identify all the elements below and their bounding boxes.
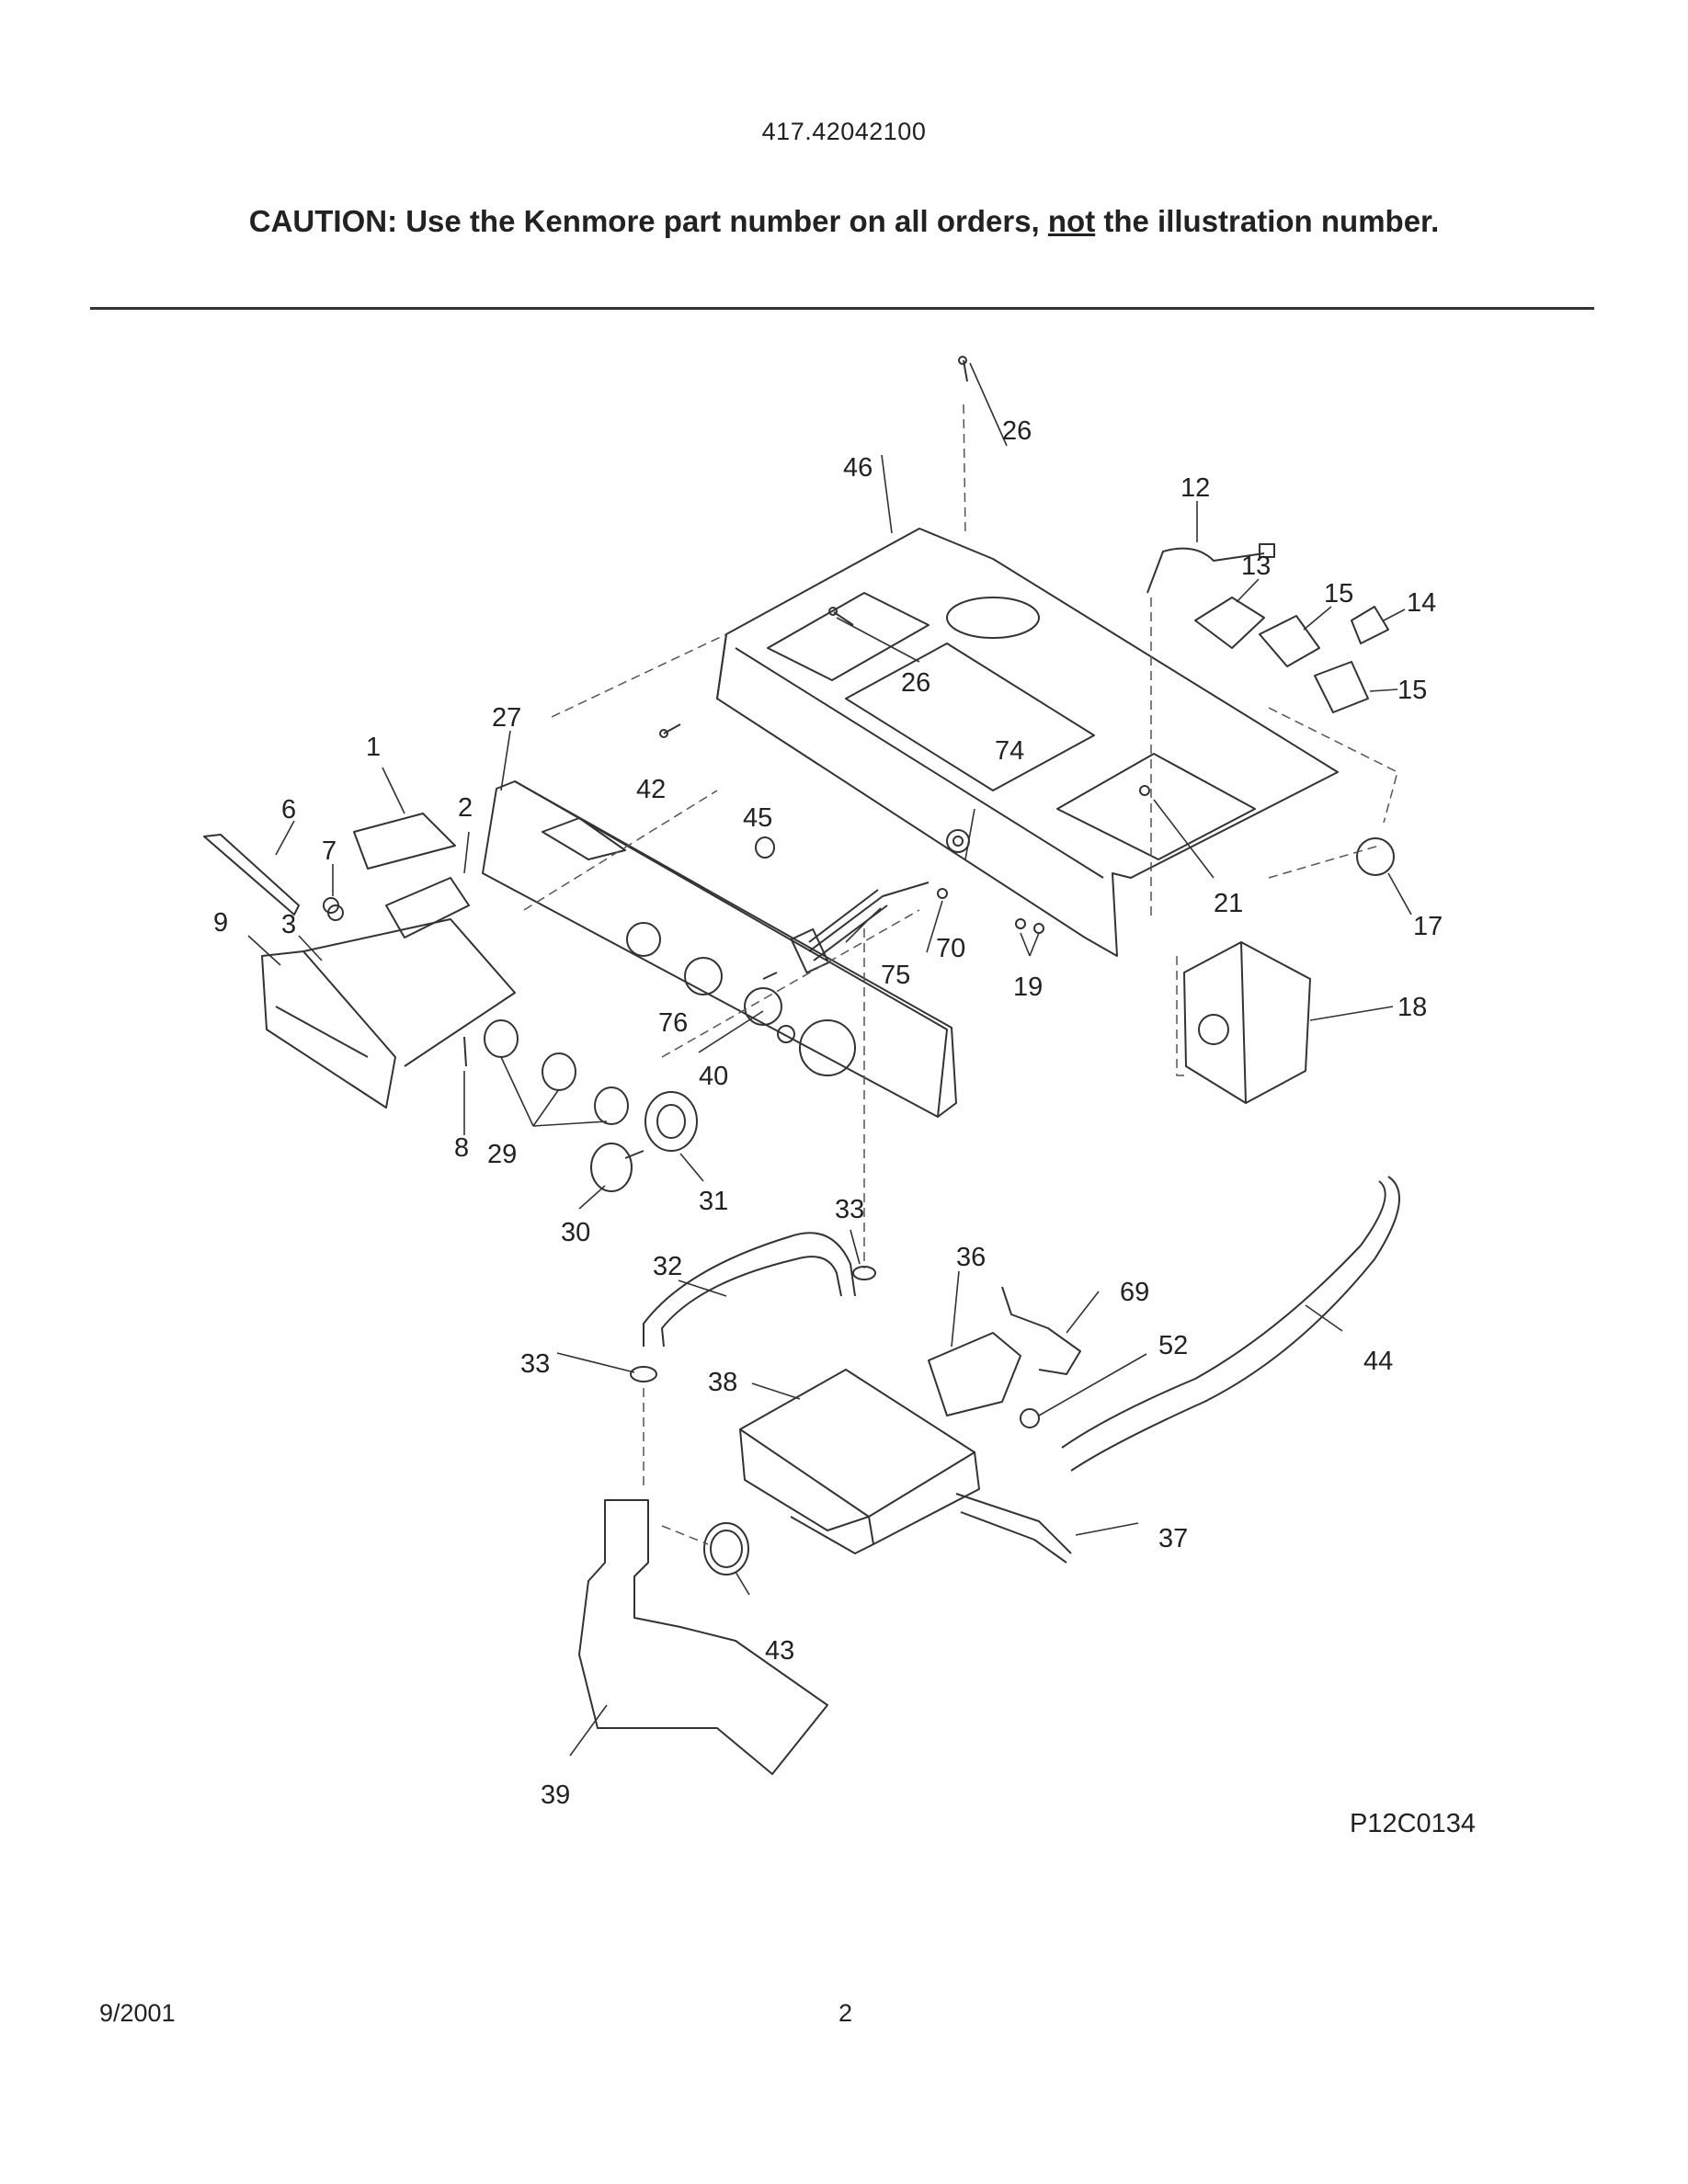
callout-70: 70: [936, 934, 965, 963]
bracket-14: [1351, 606, 1389, 644]
callout-12: 12: [1180, 473, 1210, 503]
callout-74: 74: [995, 736, 1024, 766]
water-valve: [928, 1332, 1021, 1416]
callout-2: 2: [458, 793, 473, 823]
plug-74: [946, 829, 970, 853]
knob-17: [1356, 837, 1395, 876]
callout-36: 36: [956, 1243, 986, 1272]
callout-33-top: 33: [835, 1195, 864, 1224]
dispenser-lid-1: [353, 813, 456, 870]
callout-46: 46: [843, 453, 873, 483]
control-board-18: [1183, 941, 1311, 1104]
spring: [323, 897, 344, 921]
plug-45: [755, 836, 775, 859]
bellows-hose: [955, 1493, 1072, 1564]
thermistor-12: [1146, 543, 1275, 594]
model-number: 417.42042100: [761, 118, 927, 145]
screw-70: [937, 888, 948, 899]
callout-31: 31: [699, 1187, 728, 1216]
callout-17: 17: [1413, 912, 1443, 941]
footer-date: 9/2001: [99, 1999, 176, 2027]
callout-3: 3: [281, 910, 296, 939]
callout-6: 6: [281, 795, 296, 825]
switch-15-top: [1259, 615, 1320, 667]
pin: [463, 1036, 467, 1067]
switch-15-lower: [1314, 661, 1369, 713]
pressure-switch-13: [1194, 597, 1265, 649]
screws-19: [1015, 918, 1044, 934]
page-number: 2: [838, 1999, 853, 2027]
callout-52: 52: [1158, 1331, 1188, 1360]
console-panel: [482, 780, 957, 1118]
callout-39: 39: [541, 1780, 570, 1810]
clamp-33-top: [852, 1266, 876, 1280]
callout-40: 40: [699, 1062, 728, 1091]
callout-45: 45: [743, 803, 772, 833]
callout-27: 27: [492, 703, 521, 733]
callout-9: 9: [213, 908, 228, 938]
seal-43: [703, 1522, 749, 1575]
siphon: [203, 834, 300, 916]
figure-code: P12C0134: [1350, 1809, 1477, 1838]
callout-18: 18: [1397, 993, 1427, 1022]
hose-32: [643, 1232, 856, 1348]
caution-suffix: the illustration number.: [1095, 204, 1440, 238]
callout-43: 43: [765, 1636, 794, 1666]
callout-15-top: 15: [1324, 579, 1353, 609]
knob-29: [484, 1019, 629, 1125]
wire-harness: [808, 882, 930, 961]
screw-21: [1139, 785, 1150, 796]
screw-42: [659, 723, 681, 738]
callout-32: 32: [653, 1252, 682, 1281]
clamp-33-lower: [630, 1366, 657, 1382]
caution-notice: CAUTION: Use the Kenmore part number on …: [0, 204, 1688, 239]
knob-31: [644, 1091, 698, 1152]
clamp-52: [1020, 1408, 1040, 1428]
wire-69: [1001, 1286, 1081, 1375]
callout-69: 69: [1120, 1278, 1149, 1307]
callout-14: 14: [1407, 588, 1436, 618]
callout-26-top: 26: [1002, 416, 1032, 446]
dispenser-lid-2: [385, 877, 470, 938]
callout-33-lower: 33: [520, 1349, 550, 1379]
callout-44: 44: [1363, 1347, 1393, 1376]
callout-13: 13: [1241, 552, 1271, 581]
screw-26-mid: [828, 607, 854, 626]
callout-21: 21: [1214, 889, 1243, 918]
knob-30: [590, 1143, 644, 1192]
control-panel-frame: [716, 528, 1339, 957]
callout-29: 29: [487, 1140, 517, 1169]
callout-8: 8: [454, 1133, 469, 1163]
header-divider: [90, 307, 1594, 310]
callout-19: 19: [1013, 973, 1043, 1002]
callout-7: 7: [322, 836, 336, 866]
callout-42: 42: [636, 775, 666, 804]
callout-37: 37: [1158, 1524, 1188, 1553]
screw-76: [762, 972, 778, 980]
callout-26-mid: 26: [901, 668, 930, 698]
fill-hose-44: [1061, 1176, 1400, 1472]
caution-prefix: CAUTION: Use the Kenmore part number on …: [248, 204, 1048, 238]
dispenser-drawer: [261, 918, 516, 1109]
callout-38: 38: [708, 1368, 737, 1397]
dispenser-housing: [739, 1369, 980, 1554]
caution-emphasis: not: [1047, 204, 1096, 238]
callout-76: 76: [658, 1008, 688, 1038]
callout-75: 75: [881, 961, 910, 990]
callout-30: 30: [561, 1218, 590, 1247]
screw-26-top: [958, 356, 968, 382]
callout-1: 1: [366, 733, 381, 762]
duct-39: [578, 1499, 828, 1775]
callout-15-lower: 15: [1397, 676, 1427, 705]
